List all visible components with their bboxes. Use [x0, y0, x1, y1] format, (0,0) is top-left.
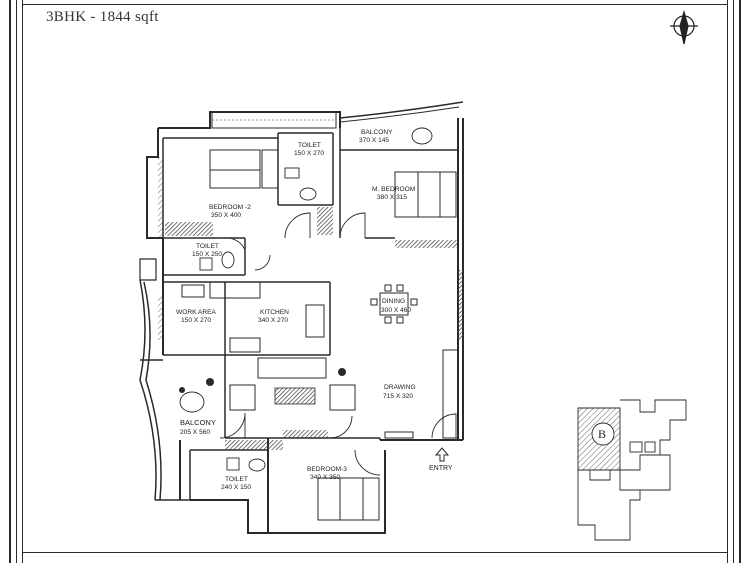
balcony-left-dims: 205 X 560	[180, 429, 210, 436]
balcony-top-outline	[339, 101, 464, 150]
north-arrow-icon	[670, 9, 698, 45]
master-bedroom-dims: 380 X 315	[377, 194, 407, 201]
frame-right-outer	[739, 0, 741, 563]
toilet-bottom-name: TOILET	[225, 476, 248, 483]
dining-table	[370, 284, 418, 324]
key-plan-tower-label: B	[598, 427, 606, 441]
plant-icons	[179, 368, 346, 393]
kitchen-name: KITCHEN	[260, 309, 289, 316]
bed-master	[394, 171, 457, 218]
bedroom2-name: BEDROOM -2	[209, 204, 251, 211]
bed-bedroom3	[317, 477, 380, 521]
drawing-dims: 715 X 320	[383, 393, 413, 400]
toilet-top-dims: 150 X 270	[294, 150, 324, 157]
master-bedroom-name: M. BEDROOM	[372, 186, 415, 193]
hatched-elements	[158, 157, 463, 450]
frame-top	[22, 4, 727, 5]
balcony-left-outline	[139, 279, 190, 501]
bed-bedroom2	[209, 149, 279, 189]
balcony-top-dims: 370 X 145	[359, 137, 389, 144]
bedroom2-dims: 350 X 400	[211, 212, 241, 219]
bedroom3-dims: 340 X 350	[310, 474, 340, 481]
bedroom3-name: BEDROOM-3	[307, 466, 347, 473]
toilet-bottom-dims: 240 X 150	[221, 484, 251, 491]
frame-left-inner2	[22, 0, 23, 563]
toilet-fixtures	[179, 127, 433, 472]
key-plan	[577, 399, 687, 541]
frame-left-outer	[9, 0, 11, 563]
plan-title: 3BHK - 1844 sqft	[46, 9, 159, 25]
drawing-name: DRAWING	[384, 384, 416, 391]
frame-bottom	[22, 552, 727, 553]
balcony-top-name: BALCONY	[361, 129, 393, 136]
entry-label: ENTRY	[429, 465, 453, 472]
work-area-dims: 150 X 270	[181, 317, 211, 324]
dining-name: DINING	[382, 298, 405, 305]
entry-arrow-icon	[434, 447, 450, 462]
kitchen-dims: 340 X 270	[258, 317, 288, 324]
room-labels: BALCONY 370 X 145 TOILET 150 X 270 BEDRO…	[176, 129, 416, 491]
dining-dims: 300 X 460	[381, 307, 411, 314]
work-area-name: WORK AREA	[176, 309, 217, 316]
frame-left-inner	[16, 0, 17, 563]
toilet-top-name: TOILET	[298, 142, 321, 149]
door-swings	[219, 212, 457, 476]
frame-right-inner	[733, 0, 734, 563]
toilet-mid-dims: 150 X 250	[192, 251, 222, 258]
toilet-mid-name: TOILET	[196, 243, 219, 250]
sofa-set	[229, 357, 356, 411]
balcony-left-name: BALCONY	[180, 418, 216, 427]
frame-right-inner2	[727, 0, 728, 563]
kitchen-counter	[181, 281, 325, 353]
